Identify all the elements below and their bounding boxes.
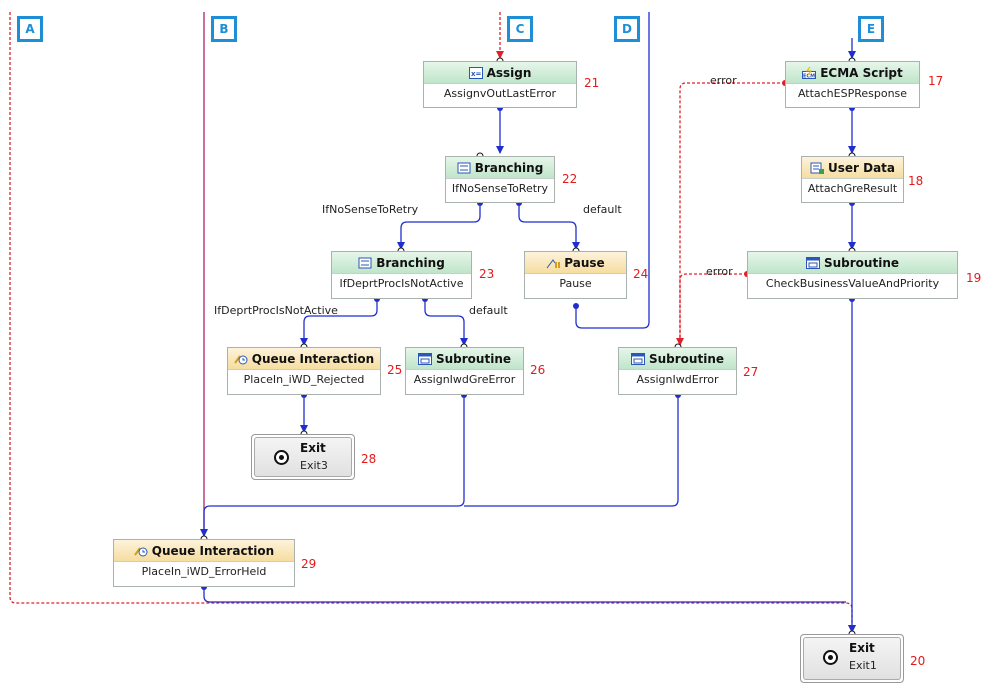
step-number: 25 [387,363,403,377]
node-title: Queue Interaction [251,351,375,366]
node-title: Pause [564,255,605,270]
edge-label-error: error [706,265,733,278]
exit-radio-icon [823,650,838,665]
node-ecma-script[interactable]: ECMA ECMA Script AttachESPResponse [785,61,920,108]
node-title: ECMA Script [820,65,903,80]
edge-label-error: error [710,74,737,87]
user-data-icon [810,162,824,174]
node-pause[interactable]: Pause Pause [524,251,627,299]
exit-radio-icon [274,450,289,465]
connector-c[interactable]: C [507,16,533,42]
wire-d-from-pause [575,12,650,329]
edge-label-default: default [583,203,622,216]
connector-e[interactable]: E [858,16,884,42]
node-subtitle: IfDeprtProcIsNotActive [339,277,464,290]
node-subroutine-assigniwdgreerror[interactable]: Subroutine AssignIwdGreError [405,347,524,395]
edge-label-ifdeprtprocisnotactive: IfDeprtProcIsNotActive [214,304,338,317]
step-number: 22 [562,172,578,186]
step-number: 24 [633,267,649,281]
node-branching-ifnosensetoretry[interactable]: Branching IfNoSenseToRetry [445,156,555,203]
ecma-script-icon: ECMA [802,66,819,79]
subroutine-icon [630,352,645,365]
node-title: Branching [474,160,544,175]
step-number: 18 [908,174,924,188]
node-title: Subroutine [648,351,724,366]
node-subtitle: AttachESPResponse [797,87,908,100]
step-number: 28 [361,452,377,466]
node-branching-ifdeprtprocisnotactive[interactable]: Branching IfDeprtProcIsNotActive [331,251,472,299]
node-title: Subroutine [823,255,899,270]
wire-sub19-error [679,273,747,345]
step-number: 21 [584,76,600,90]
node-subtitle: AssignIwdGreError [413,373,516,386]
node-title: Exit [300,441,326,455]
step-number: 20 [910,654,926,668]
node-title: Assign [486,65,532,80]
edge-label-default: default [469,304,508,317]
node-title: User Data [827,160,895,175]
node-title: Queue Interaction [151,543,275,558]
node-exit3[interactable]: Exit Exit3 [251,434,355,480]
node-subtitle: Exit3 [300,459,328,472]
node-subtitle: PlaceIn_iWD_ErrorHeld [141,565,267,578]
node-subtitle: Exit1 [849,659,877,672]
node-subroutine-checkbusinessvalueandpriority[interactable]: Subroutine CheckBusinessValueAndPriority [747,251,958,299]
queue-interaction-icon [233,353,248,365]
subroutine-icon [417,352,432,365]
node-subtitle: Pause [559,277,592,290]
subroutine-icon [805,256,820,269]
svg-text:ECMA: ECMA [803,73,816,79]
node-subtitle: CheckBusinessValueAndPriority [765,277,940,290]
node-queue-interaction-rejected[interactable]: Queue Interaction PlaceIn_iWD_Rejected [227,347,381,395]
node-subtitle: AssignvOutLastError [443,87,557,100]
node-subtitle: AttachGreResult [807,182,898,195]
node-subroutine-assigniwderror[interactable]: Subroutine AssignIwdError [618,347,737,395]
step-number: 27 [743,365,759,379]
node-subtitle: PlaceIn_iWD_Rejected [243,373,365,386]
connector-a[interactable]: A [17,16,43,42]
step-number: 26 [530,363,546,377]
node-subtitle: IfNoSenseToRetry [451,182,549,195]
step-number: 19 [966,271,982,285]
branching-icon [358,257,372,269]
connector-b[interactable]: B [211,16,237,42]
assign-icon: x= [468,66,483,79]
step-number: 17 [928,74,944,88]
step-number: 23 [479,267,495,281]
branching-icon [457,162,471,174]
pause-icon [546,257,561,269]
queue-interaction-icon [133,545,148,557]
node-title: Subroutine [435,351,511,366]
node-title: Exit [849,641,875,655]
connector-d[interactable]: D [614,16,640,42]
edge-label-ifnosensetoretry: IfNoSenseToRetry [322,203,419,216]
node-title: Branching [376,255,445,270]
node-subtitle: AssignIwdError [636,373,719,386]
node-exit1[interactable]: Exit Exit1 [800,634,904,683]
node-queue-interaction-errorheld[interactable]: Queue Interaction PlaceIn_iWD_ErrorHeld [113,539,295,587]
svg-text:x=: x= [471,70,482,78]
step-number: 29 [301,557,317,571]
wire-ecma-error [676,82,785,346]
node-user-data[interactable]: User Data AttachGreResult [801,156,904,203]
node-assign[interactable]: x= Assign AssignvOutLastError [423,61,577,108]
